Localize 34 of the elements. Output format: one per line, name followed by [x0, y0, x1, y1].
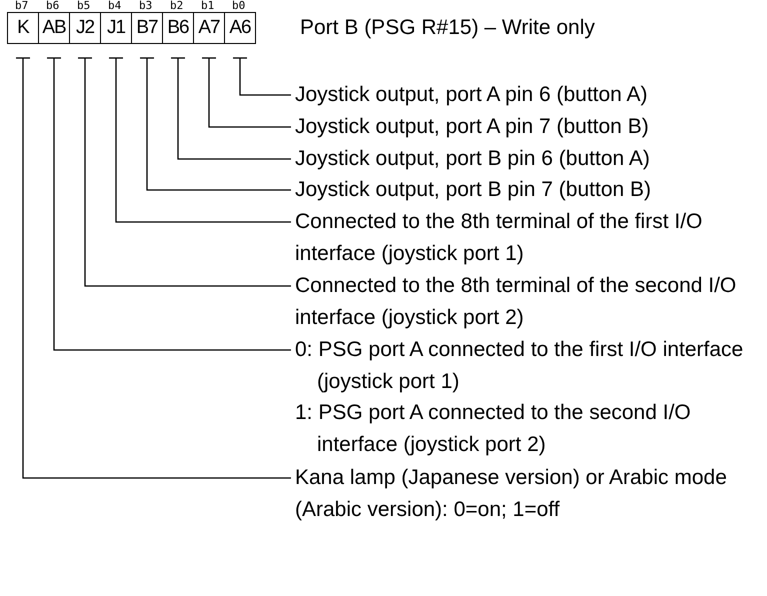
bit-description: Joystick output, port B pin 7 (button B) [295, 174, 750, 206]
bit-description: Joystick output, port B pin 6 (button A) [295, 143, 750, 174]
bit-cell: B7 [132, 12, 163, 44]
leader-line [15, 57, 291, 479]
bit-description: Kana lamp (Japanese version) or Arabic mode (Arabic version): 0=on; 1=off [295, 462, 750, 525]
bit-number: b0 [232, 0, 246, 11]
leader-line [46, 57, 291, 351]
bit-description: 1: PSG port A connected to the second I/O interface (joystick port 2) [295, 400, 692, 458]
bit-description: Connected to the 8th terminal of the first I/O interface (joystick port 1) [295, 206, 750, 269]
bit-number: b2 [170, 0, 184, 11]
leader-line [232, 57, 291, 96]
bit-cell: AB [39, 12, 70, 44]
bit-number: b7 [15, 0, 28, 11]
leader-line [139, 57, 291, 191]
bit-number: b4 [108, 0, 122, 11]
bit-description: Joystick output, port A pin 7 (button B) [295, 111, 750, 142]
bit-number: b3 [139, 0, 152, 11]
leader-line [77, 57, 291, 287]
bit-number: b6 [46, 0, 60, 11]
leader-line [201, 57, 291, 128]
bit-cell: A6 [225, 12, 256, 44]
leader-line [108, 57, 291, 223]
leader-line [170, 57, 291, 160]
bit-cell: J1 [101, 12, 132, 44]
bit-description: 0: PSG port A connected to the first I/O interface (joystick port 1) [295, 337, 744, 394]
bit-number: b5 [77, 0, 90, 11]
bit-cell: B6 [163, 12, 194, 44]
bit-description: Connected to the 8th terminal of the second I/O interface (joystick port 2) [295, 270, 750, 333]
bit-cell: K [7, 12, 39, 44]
register-title: Port B (PSG R#15) – Write only [300, 15, 595, 41]
bit-cell: A7 [194, 12, 225, 44]
bit-number: b1 [201, 0, 214, 11]
bit-cell: J2 [70, 12, 101, 44]
bit-description: Joystick output, port A pin 6 (button A) [295, 79, 750, 110]
